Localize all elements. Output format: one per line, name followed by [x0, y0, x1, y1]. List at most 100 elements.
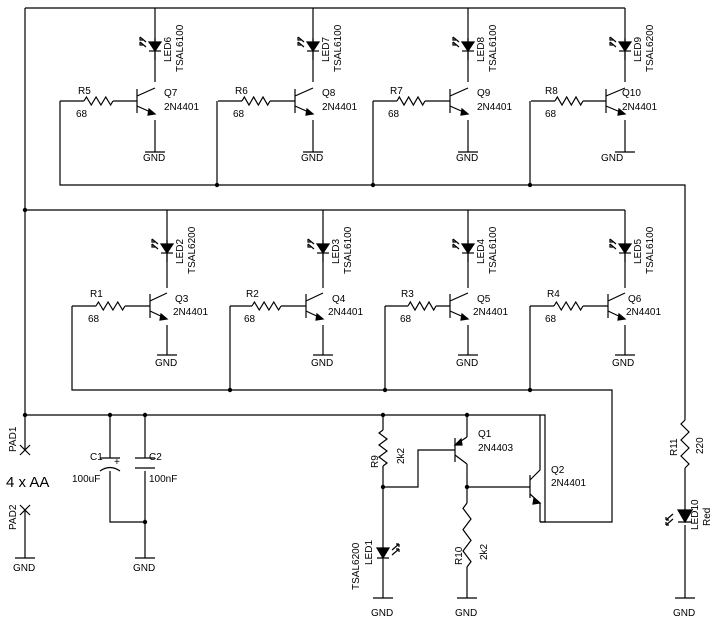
npn-transistor-symbol — [305, 292, 325, 321]
battery-label: 4 x AA — [6, 474, 49, 491]
gnd-label: GND — [612, 358, 634, 369]
resistor-value-label: 68 — [545, 314, 557, 325]
led-part-label: TSAL6200 — [187, 226, 198, 274]
resistor-ref-label: R1 — [90, 289, 103, 300]
led-ref-label: LED6 — [163, 37, 174, 62]
resistor-symbol — [95, 300, 126, 312]
r9-value-label: 2k2 — [396, 447, 407, 464]
driver-section: R9 2k2 TSAL6200 LED1 Q1 2N4403 Q2 2N4401… — [351, 429, 586, 619]
lower-stage-1: LED2 TSAL6200 Q3 2N4401 R1 68 GND — [88, 226, 208, 369]
pnp-transistor-q1-symbol — [448, 436, 468, 465]
led-part-label: TSAL6100 — [488, 24, 499, 72]
indicator-section: R11 220 LED10 Red GND — [669, 437, 713, 619]
resistor-value-label: 68 — [388, 109, 400, 120]
c1-value-label: 100uF — [72, 474, 100, 485]
npn-transistor-symbol — [136, 87, 157, 116]
resistor-r10-symbol — [462, 502, 472, 568]
led-led10-symbol — [665, 500, 694, 526]
led-symbol — [151, 238, 175, 262]
transistor-ref-label: Q10 — [622, 88, 641, 99]
transistor-part-label: 2N4401 — [322, 102, 357, 113]
resistor-ref-label: R8 — [545, 86, 558, 97]
gnd-label: GND — [143, 153, 165, 164]
led10-ref-label: LED10 — [690, 499, 701, 530]
led-symbol — [452, 36, 476, 60]
transistor-part-label: 2N4401 — [328, 307, 363, 318]
pad-top-label: PAD1 — [8, 426, 19, 452]
resistor-symbol — [407, 300, 437, 312]
led-symbol — [297, 36, 321, 60]
resistor-r9-symbol — [378, 429, 388, 467]
gnd-label: GND — [301, 153, 323, 164]
led-symbol — [609, 36, 633, 60]
resistor-ref-label: R5 — [78, 86, 91, 97]
lower-stage-wiring-4 — [530, 240, 626, 355]
gnd-label: GND — [601, 153, 623, 164]
lower-stage-wiring-1 — [72, 240, 168, 355]
r10-value-label: 2k2 — [479, 543, 490, 560]
upper-stage-wiring-1 — [60, 38, 156, 152]
transistor-ref-label: Q4 — [332, 294, 346, 305]
transistor-part-label: 2N4401 — [473, 307, 508, 318]
upper-stage-1: LED6 TSAL6100 Q7 2N4401 R5 68 GND — [76, 24, 199, 164]
lower-stage-wiring-3 — [385, 240, 469, 355]
capacitor-c2-symbol — [135, 457, 155, 469]
q2-part-label: 2N4401 — [551, 478, 586, 489]
resistor-symbol — [554, 95, 584, 107]
upper-stage-wiring-2 — [218, 38, 314, 152]
gnd-label: GND — [455, 608, 477, 619]
led-ref-label: LED4 — [476, 239, 487, 264]
npn-transistor-symbol — [149, 292, 169, 321]
capacitor-section: C1 100uF + C2 100nF GND — [72, 452, 177, 574]
resistor-symbol — [553, 300, 584, 312]
r9-ref-label: R9 — [370, 455, 381, 468]
gnd-label: GND — [456, 358, 478, 369]
resistor-ref-label: R7 — [390, 86, 403, 97]
gnd-label: GND — [155, 358, 177, 369]
led-symbol — [139, 36, 163, 60]
resistor-symbol — [241, 95, 271, 107]
led-ref-label: LED5 — [633, 239, 644, 264]
npn-transistor-symbol — [294, 87, 315, 116]
led10-color-label: Red — [702, 508, 713, 526]
resistor-ref-label: R4 — [547, 289, 560, 300]
resistor-symbol — [251, 300, 282, 312]
gnd-label: GND — [456, 153, 478, 164]
transistor-ref-label: Q6 — [628, 294, 642, 305]
transistor-ref-label: Q5 — [477, 294, 491, 305]
resistor-symbol — [396, 95, 426, 107]
resistor-value-label: 68 — [545, 109, 557, 120]
c1-polarity-label: + — [114, 457, 120, 468]
npn-transistor-symbol — [605, 87, 627, 116]
led-ref-label: LED9 — [633, 37, 644, 62]
gnd-label: GND — [673, 608, 695, 619]
led-led1-symbol — [375, 543, 400, 575]
transistor-part-label: 2N4401 — [164, 102, 199, 113]
transistor-ref-label: Q7 — [164, 88, 178, 99]
led-symbol — [452, 238, 476, 262]
c1-ref-label: C1 — [90, 452, 103, 463]
lower-stage-4: LED5 TSAL6100 Q6 2N4401 R4 68 GND — [545, 226, 661, 369]
resistor-value-label: 68 — [244, 314, 256, 325]
lower-stage-2: LED3 TSAL6100 Q4 2N4401 R2 68 GND — [244, 226, 363, 369]
transistor-ref-label: Q3 — [175, 294, 189, 305]
led-ref-label: LED8 — [476, 37, 487, 62]
q1-ref-label: Q1 — [478, 429, 492, 440]
upper-stage-3: LED8 TSAL6100 Q9 2N4401 R7 68 GND — [388, 24, 512, 164]
transistor-part-label: 2N4401 — [477, 102, 512, 113]
resistor-r11-symbol — [680, 419, 690, 469]
capacitor-c1-symbol — [99, 457, 121, 472]
resistor-ref-label: R2 — [246, 289, 259, 300]
junction-dots — [22, 182, 533, 525]
npn-transistor-symbol — [449, 292, 470, 321]
c2-value-label: 100nF — [149, 474, 177, 485]
resistor-ref-label: R6 — [235, 86, 248, 97]
transistor-part-label: 2N4401 — [622, 102, 657, 113]
led-symbol — [609, 238, 633, 262]
led-part-label: TSAL6100 — [175, 24, 186, 72]
battery-section: PAD1 4 x AA PAD2 GND — [6, 426, 49, 574]
wiring — [24, 7, 686, 598]
gnd-label: GND — [13, 563, 35, 574]
npn-transistor-q2-symbol — [520, 415, 542, 522]
